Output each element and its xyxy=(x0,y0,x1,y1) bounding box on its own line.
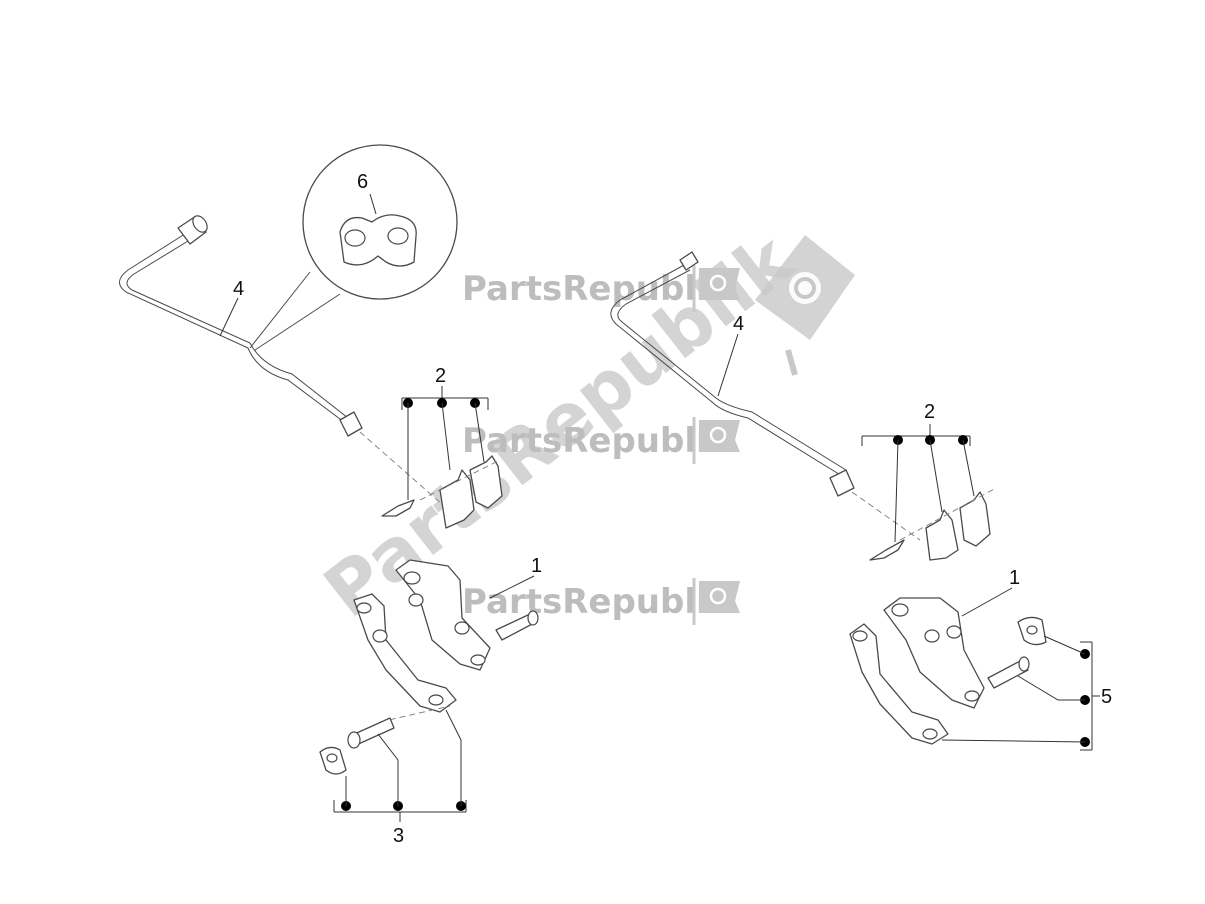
callout-right-1: 1 xyxy=(1009,567,1020,589)
right-brake-pads xyxy=(869,487,997,561)
left-bracket xyxy=(353,593,457,723)
watermark-3: PartsRepublik xyxy=(462,578,740,625)
watermark-2-flag-icon xyxy=(699,420,740,452)
left-caliper xyxy=(395,559,539,671)
watermark-3-flag-icon xyxy=(699,581,740,613)
callout-right-5: 5 xyxy=(1101,686,1112,708)
left-bolt xyxy=(347,717,395,749)
callout-left-1: 1 xyxy=(531,555,542,577)
left-part-1-leader xyxy=(489,575,535,599)
left-part-3-bracket xyxy=(333,709,467,822)
callout-left-2: 2 xyxy=(435,365,446,387)
left-small-clip xyxy=(319,746,347,775)
right-part-1-leader xyxy=(961,587,1013,617)
right-small-clip xyxy=(1017,616,1047,646)
right-part-4-leader xyxy=(717,333,739,397)
left-brake-hose xyxy=(119,215,461,521)
right-part-5-bracket xyxy=(941,635,1100,751)
callout-right-2: 2 xyxy=(924,401,935,423)
right-brake-hose xyxy=(610,251,921,541)
watermark-1-text: PartsRepublik xyxy=(462,269,732,309)
watermark-2-text: PartsRepublik xyxy=(462,421,732,461)
left-part-4-leader xyxy=(219,297,239,337)
left-clip-detail xyxy=(249,144,458,351)
left-part-2-bracket xyxy=(401,386,489,500)
callout-left-6: 6 xyxy=(357,171,368,193)
callout-left-4: 4 xyxy=(233,278,244,300)
left-brake-pads xyxy=(381,455,503,529)
right-caliper xyxy=(883,597,1030,709)
watermark-large-flag-icon xyxy=(755,235,855,376)
callout-left-3: 3 xyxy=(393,825,404,847)
callout-right-4: 4 xyxy=(733,313,744,335)
watermark-1-flag-icon xyxy=(699,268,740,300)
right-part-2-bracket xyxy=(861,424,975,543)
watermark-3-text: PartsRepublik xyxy=(462,582,732,622)
watermark-1: PartsRepublik xyxy=(462,265,740,312)
watermark-2: PartsRepublik xyxy=(462,417,740,464)
right-bracket xyxy=(849,623,949,745)
